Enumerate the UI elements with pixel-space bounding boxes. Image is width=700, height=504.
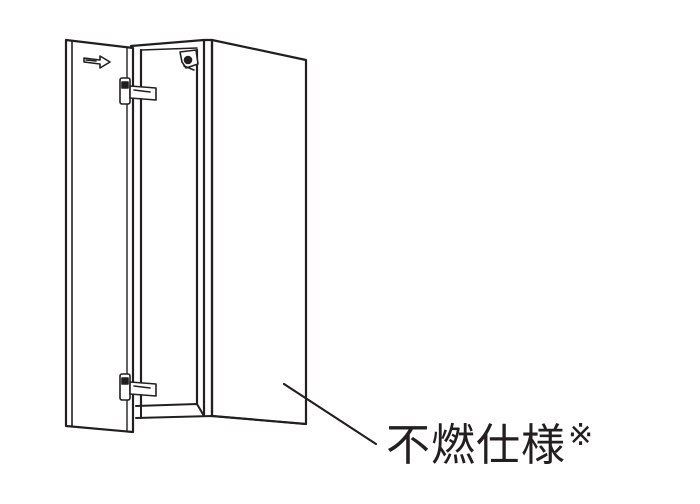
lower-hinge-icon [119,373,157,401]
cabinet-interior-top [140,47,198,51]
cabinet-door [64,38,135,434]
callout-label-text: 不燃仕様 [386,420,566,471]
cabinet-front-frame [129,38,214,418]
door-catch-arrow-icon [83,55,111,69]
cabinet-side-panel [210,38,308,426]
mounting-bracket [179,49,199,71]
callout-reference-mark: ※ [568,418,595,453]
upper-hinge-icon [119,77,157,105]
cabinet-bottom-shelf [135,403,307,425]
callout-leader-line [282,382,378,446]
callout-label: 不燃仕様※ [386,416,594,476]
